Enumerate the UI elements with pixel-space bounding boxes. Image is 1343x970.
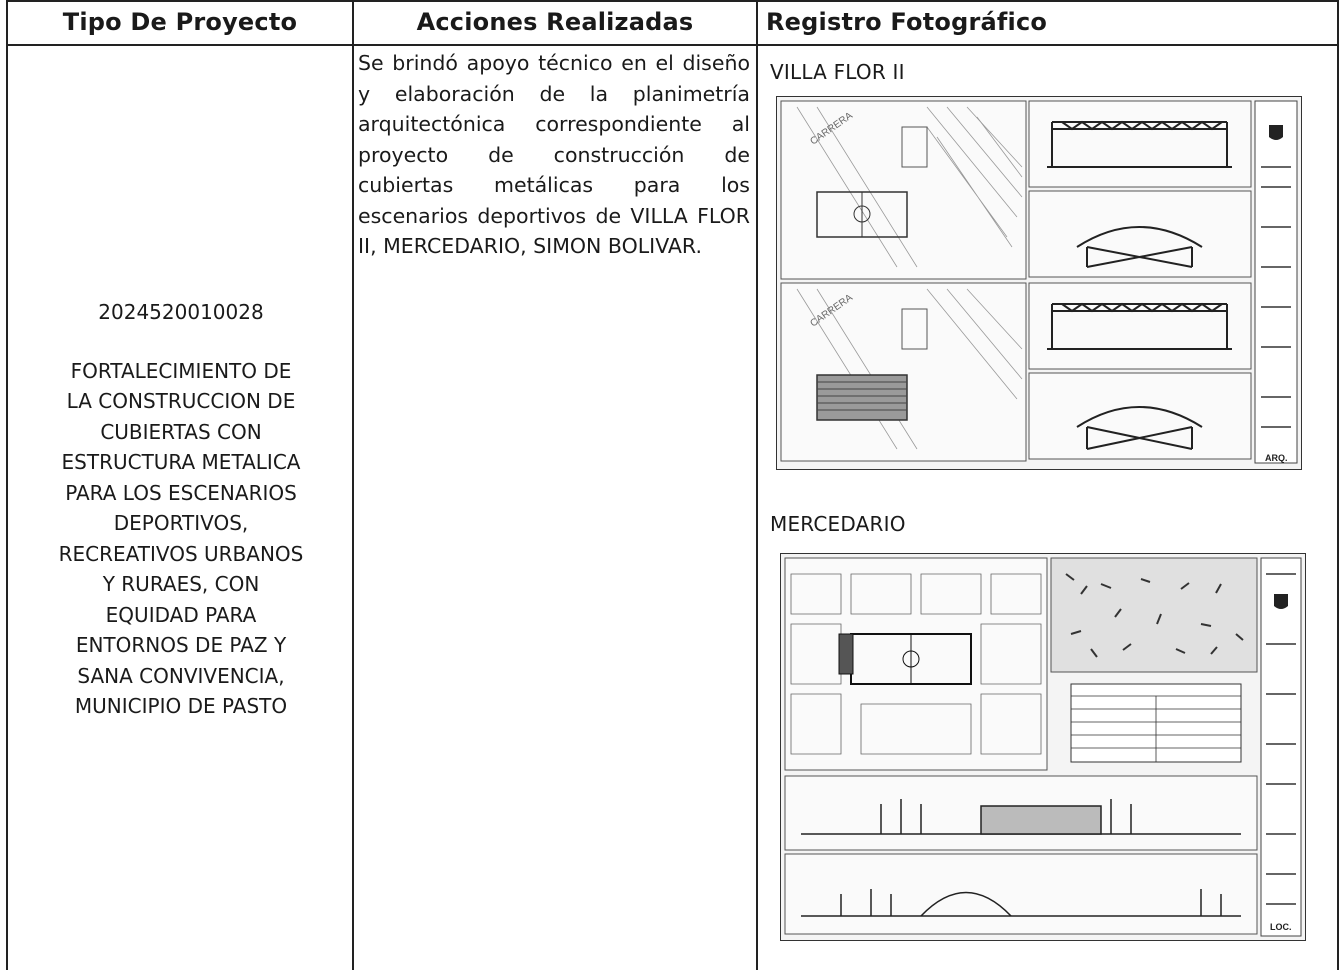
column-divider-1 bbox=[352, 0, 354, 970]
project-type-cell: 2024520010028 FORTALECIMIENTO DE LA CONS… bbox=[18, 44, 344, 970]
photo-title-villa-flor: VILLA FLOR II bbox=[770, 60, 905, 84]
header-registro-fotografico: Registro Fotográfico bbox=[766, 8, 1048, 36]
table-border-right bbox=[1337, 0, 1339, 970]
sheet-label-loc: LOC. bbox=[1270, 922, 1292, 932]
architectural-plan-drawing: LOC. bbox=[781, 554, 1305, 940]
column-divider-2 bbox=[756, 0, 758, 970]
plan-image-villa-flor: CARRERA CARRERA ARQ. bbox=[776, 96, 1302, 470]
table-border-left bbox=[6, 0, 8, 970]
sheet-label-arq: ARQ. bbox=[1265, 453, 1288, 463]
header-acciones-realizadas: Acciones Realizadas bbox=[416, 8, 694, 36]
photo-title-mercedario: MERCEDARIO bbox=[770, 512, 906, 536]
plan-image-mercedario: LOC. bbox=[780, 553, 1306, 941]
header-tipo-de-proyecto: Tipo De Proyecto bbox=[62, 8, 298, 36]
actions-text: Se brindó apoyo técnico en el diseño y e… bbox=[358, 51, 750, 258]
table-border-top bbox=[6, 0, 1339, 2]
architectural-plan-drawing: CARRERA CARRERA ARQ. bbox=[777, 97, 1301, 469]
header-divider bbox=[6, 44, 1339, 46]
project-name: FORTALECIMIENTO DE LA CONSTRUCCION DE CU… bbox=[58, 358, 304, 719]
project-code: 2024520010028 bbox=[98, 300, 264, 324]
